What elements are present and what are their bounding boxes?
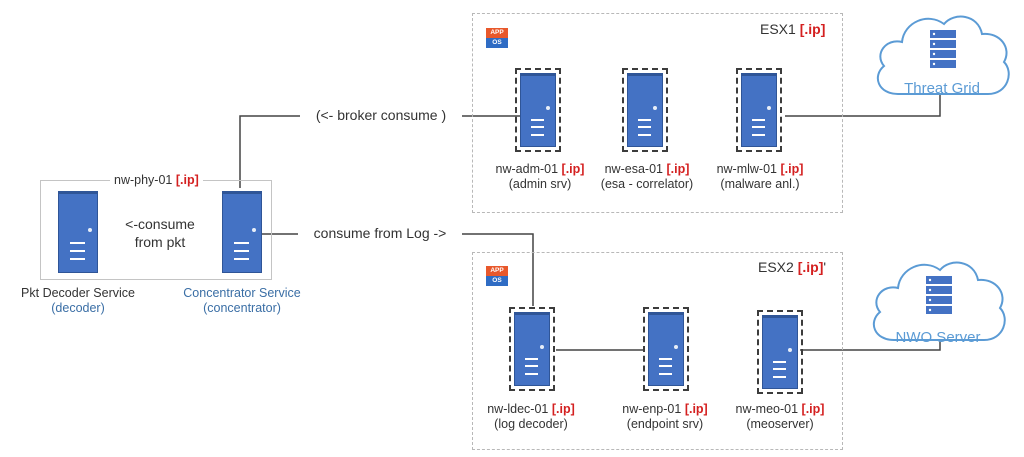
server-icon-concentrator (222, 191, 262, 273)
node-label-mlw: nw-mlw-01 [.ip] (malware anl.) (716, 162, 804, 191)
threatgrid-line (785, 92, 941, 117)
esx2-title: ESX2 [.ip]' (758, 259, 827, 275)
server-rack-icon (930, 30, 956, 68)
server-icon-enp (643, 307, 689, 391)
node-label-concentrator: Concentrator Service (concentrator) (183, 286, 301, 315)
node-label-decoder: Pkt Decoder Service (decoder) (21, 286, 135, 315)
broker-consume-line (239, 115, 300, 188)
server-icon-meo (757, 310, 803, 394)
phy-title: nw-phy-01 [.ip] (110, 173, 203, 188)
threatgrid-cloud: Threat Grid (868, 6, 1016, 102)
esx2-frame (472, 252, 843, 450)
node-label-ldec: nw-ldec-01 [.ip] (log decoder) (487, 402, 575, 431)
nwo-cloud: NWO Server (864, 252, 1012, 348)
esx1-frame (472, 13, 843, 213)
server-icon-adm (515, 68, 561, 152)
server-icon-ldec (509, 307, 555, 391)
server-rack-icon (926, 276, 952, 314)
esx1-title: ESX1 [.ip] (760, 21, 826, 37)
node-label-enp: nw-enp-01 [.ip] (endpoint srv) (622, 402, 708, 431)
cloud-icon (872, 261, 1006, 341)
consume-pkt-label: <-consume from pkt (125, 216, 195, 250)
server-icon-decoder (58, 191, 98, 273)
cloud-icon (876, 15, 1010, 95)
node-label-meo: nw-meo-01 [.ip] (meoserver) (735, 402, 825, 431)
consume-log-line-right (462, 233, 534, 306)
node-label-esa: nw-esa-01 [.ip] (esa - correlator) (600, 162, 694, 191)
consume-log-label: consume from Log -> (313, 225, 447, 241)
nwo-label: NWO Server (895, 329, 981, 346)
server-icon-esa (622, 68, 668, 152)
broker-consume-label: (<- broker consume ) (315, 107, 447, 123)
threatgrid-label: Threat Grid (904, 80, 980, 97)
server-icon-mlw (736, 68, 782, 152)
node-label-adm: nw-adm-01 [.ip] (admin srv) (495, 162, 585, 191)
